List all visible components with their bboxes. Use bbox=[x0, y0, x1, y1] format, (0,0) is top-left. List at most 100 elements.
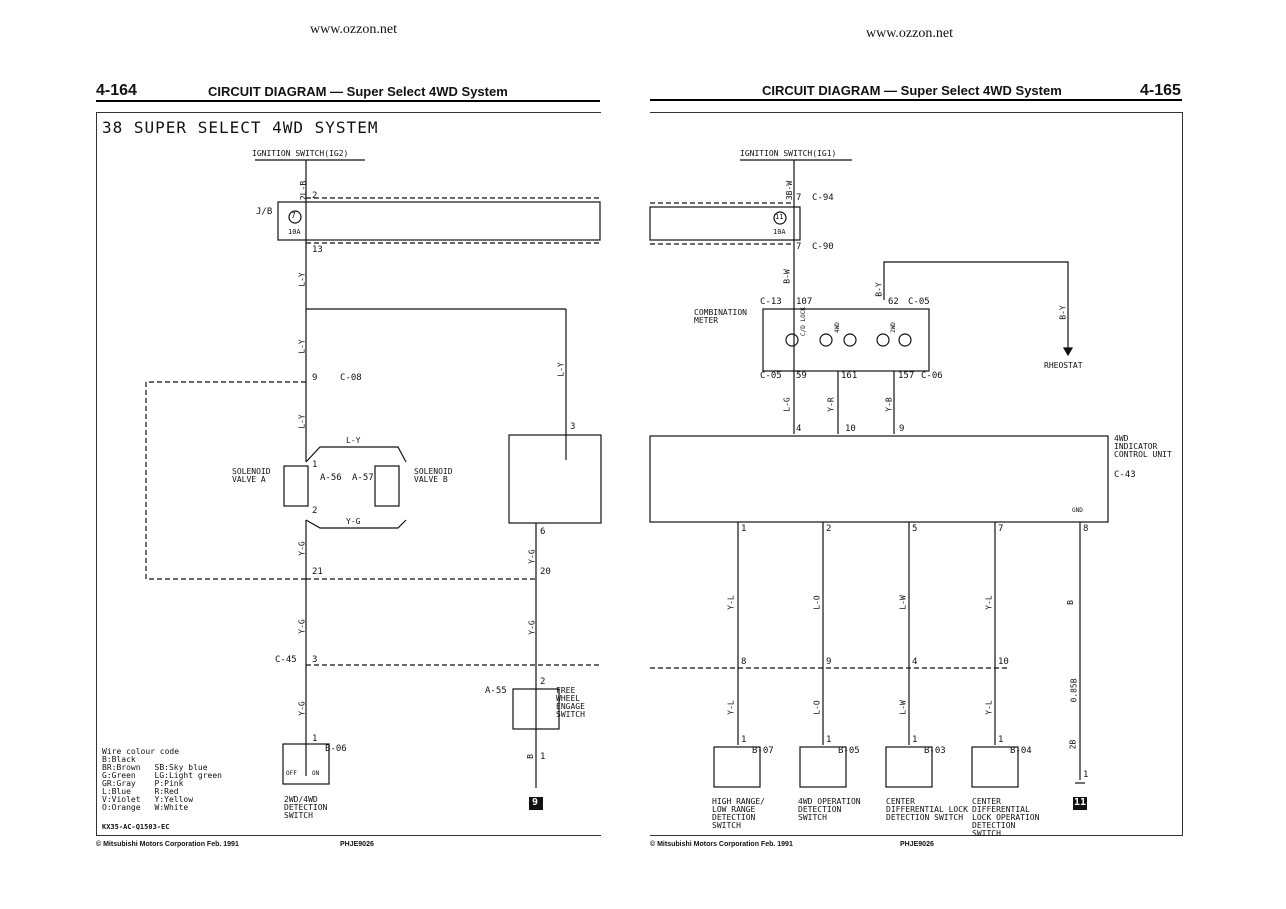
wire-label: Y-L bbox=[984, 595, 994, 610]
connector-label: C-05 bbox=[908, 297, 930, 307]
pin-label: 1 bbox=[312, 460, 318, 470]
connector-label: C-90 bbox=[812, 242, 834, 252]
pin-label: 21 bbox=[312, 567, 323, 577]
pin-label: 107 bbox=[796, 297, 813, 307]
right-page-number: 4-165 bbox=[1140, 82, 1181, 99]
pin-label: 3 bbox=[312, 655, 318, 665]
wire-label: L-O bbox=[812, 595, 822, 610]
wire-label: L-Y bbox=[297, 339, 307, 354]
right-header: CIRCUIT DIAGRAM — Super Select 4WD Syste… bbox=[762, 83, 1062, 98]
ground-11-label: 11 bbox=[1074, 797, 1087, 808]
right-copyright: © Mitsubishi Motors Corporation Feb. 199… bbox=[650, 841, 793, 848]
wire-code: O:Orange bbox=[102, 803, 141, 812]
wire-label: L-W bbox=[898, 595, 908, 610]
pin-label: 62 bbox=[888, 297, 899, 307]
fuse-circle-left bbox=[288, 210, 302, 224]
jb-label: J/B bbox=[256, 207, 273, 217]
pin-label: 9 bbox=[312, 373, 318, 383]
pin-label: 8 bbox=[1083, 524, 1089, 534]
right-diagram-frame bbox=[650, 112, 1183, 836]
connector-label: B-07 bbox=[752, 746, 774, 756]
connector-label: C-08 bbox=[340, 373, 362, 383]
pin-label: 161 bbox=[841, 371, 858, 381]
wire-label: 2L-B bbox=[299, 180, 309, 201]
switch-box-b07 bbox=[713, 746, 761, 788]
combination-meter-label: COMBINATION METER bbox=[694, 308, 747, 325]
rheostat-label: RHEOSTAT bbox=[1044, 361, 1083, 370]
switch-label: HIGH RANGE/ LOW RANGE DETECTION SWITCH bbox=[712, 797, 765, 830]
wire-label: Y-G bbox=[527, 620, 537, 635]
switch-box-b06 bbox=[282, 743, 330, 785]
connector-label: A-57 bbox=[352, 473, 374, 483]
wire-label: Y-L bbox=[984, 700, 994, 715]
left-header: CIRCUIT DIAGRAM — Super Select 4WD Syste… bbox=[208, 84, 508, 99]
pin-label: 1 bbox=[540, 752, 546, 762]
left-diagram-frame bbox=[96, 112, 601, 836]
switch-off-label: OFF bbox=[286, 770, 297, 777]
wire-label: Y-G bbox=[527, 549, 537, 564]
wire-label: L-Y bbox=[297, 414, 307, 429]
wire-code: R:Red bbox=[154, 787, 179, 796]
wire-label: Y-L bbox=[726, 595, 736, 610]
left-copyright: © Mitsubishi Motors Corporation Feb. 199… bbox=[96, 841, 239, 848]
switch-box-b03 bbox=[885, 746, 933, 788]
wire-code: W:White bbox=[154, 803, 189, 812]
ground-9-box bbox=[529, 797, 543, 810]
wire-label: 3B-W bbox=[785, 180, 795, 201]
left-diagram-code: KX35-AC-Q1503-EC bbox=[102, 823, 170, 831]
pin-label: 2 bbox=[540, 677, 546, 687]
solenoid-a-box bbox=[283, 465, 309, 507]
wire-label: B-Y bbox=[874, 282, 884, 297]
free-wheel-label: FREE WHEEL ENGAGE SWITCH bbox=[556, 687, 585, 719]
pin-label: 2 bbox=[312, 506, 318, 516]
lamp-label: C/D LOCK bbox=[799, 307, 807, 336]
wire-code: SB:Sky blue bbox=[154, 763, 208, 772]
fuse-number-left: 7 bbox=[291, 211, 296, 220]
switch-label: CENTER DIFFERENTIAL LOCK DETECTION SWITC… bbox=[886, 797, 968, 822]
connector-label: C-05 bbox=[760, 371, 782, 381]
wire-label: B bbox=[525, 754, 535, 759]
pin-label: 157 bbox=[898, 371, 915, 381]
pin-label: 3 bbox=[570, 422, 576, 432]
wire-code: V:Violet bbox=[102, 795, 141, 804]
pin-label: 1 bbox=[741, 524, 747, 534]
connector-label: B-06 bbox=[325, 744, 347, 754]
connector-label: C-06 bbox=[921, 371, 943, 381]
pin-label: 7 bbox=[796, 242, 802, 252]
left-website: www.ozzon.net bbox=[310, 22, 397, 37]
wire-label: Y-G bbox=[297, 619, 307, 634]
indicator-unit-right bbox=[649, 435, 1109, 523]
pin-label: 1 bbox=[1083, 770, 1089, 780]
solenoid-b-label: SOLENOID VALVE B bbox=[414, 467, 453, 484]
wire-label: L-Y bbox=[297, 272, 307, 287]
pin-label: 4 bbox=[912, 657, 918, 667]
pin-label: 20 bbox=[540, 567, 551, 577]
pin-label: 1 bbox=[826, 735, 832, 745]
pin-label: 1 bbox=[312, 734, 318, 744]
wire-label: L-Y bbox=[556, 362, 566, 377]
pin-label: 59 bbox=[796, 371, 807, 381]
wire-code: LG:Light green bbox=[154, 771, 222, 780]
connector-label: B-05 bbox=[838, 746, 860, 756]
left-page-number: 4-164 bbox=[96, 82, 137, 99]
jb-box bbox=[277, 201, 601, 241]
pin-label: 4 bbox=[796, 424, 802, 434]
indicator-unit-left bbox=[508, 434, 602, 524]
pin-label: 2 bbox=[312, 191, 318, 201]
wire-label: L-Y bbox=[346, 436, 361, 445]
right-website: www.ozzon.net bbox=[866, 26, 953, 41]
detection-switch-label: 2WD/4WD DETECTION SWITCH bbox=[284, 795, 328, 820]
solenoid-b-box bbox=[374, 465, 400, 507]
switch-box-b04 bbox=[971, 746, 1019, 788]
wire-label: B-W bbox=[782, 269, 792, 284]
wire-code: GR:Gray bbox=[102, 779, 136, 788]
right-pub-code: PHJE9026 bbox=[900, 841, 934, 848]
connector-label: C-94 bbox=[812, 193, 834, 203]
ignition-label-right: IGNITION SWITCH(IG1) bbox=[740, 149, 837, 158]
wire-label: L-O bbox=[812, 700, 822, 715]
switch-box-b05 bbox=[799, 746, 847, 788]
ground-11-box bbox=[1073, 797, 1087, 810]
fuse-rating-right: 10A bbox=[773, 228, 786, 236]
connector-label: A-56 bbox=[320, 473, 342, 483]
